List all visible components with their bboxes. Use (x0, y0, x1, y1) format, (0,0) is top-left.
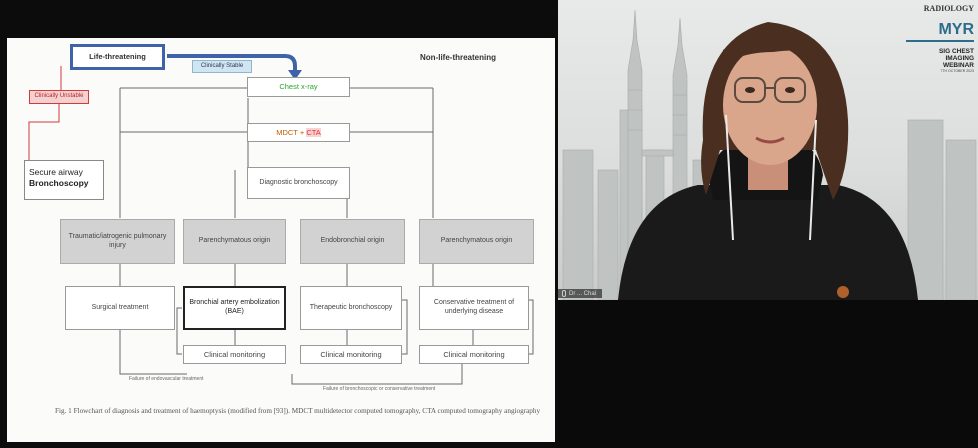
mdct-cta-box: MDCT + CTA (247, 123, 350, 142)
figure-caption: Fig. 1 Flowchart of diagnosis and treatm… (55, 407, 541, 415)
clinically-stable-box: Clinically Stable (192, 60, 252, 73)
surgical-treatment-box: Surgical treatment (65, 286, 175, 330)
clinical-monitoring-3-box: Clinical monitoring (419, 345, 529, 364)
video-area-empty (558, 300, 978, 448)
clinical-monitoring-1-box: Clinical monitoring (183, 345, 286, 364)
speaker-video: RADIOLOGY MYR SIG CHEST IMAGING WEBINAR … (558, 0, 978, 300)
chest-xray-box: Chest x-ray (247, 77, 350, 97)
origin-endobronchial-box: Endobronchial origin (300, 219, 405, 264)
radiology-brand-text: RADIOLOGY (923, 4, 974, 13)
failure-endovascular-label: Failure of endovascular treatment (129, 376, 204, 382)
slide-page: Life-threatening Non-life-threatening Cl… (7, 38, 555, 442)
secure-airway-label: Secure airway (29, 167, 83, 177)
life-threatening-box: Life-threatening (70, 44, 165, 70)
non-life-threatening-label: Non-life-threatening (420, 53, 496, 62)
mdct-label: MDCT + (276, 127, 305, 137)
clinical-monitoring-2-box: Clinical monitoring (300, 345, 402, 364)
myr-logo-text: MYR (938, 21, 974, 38)
webinar-date-text: 7TH OCTOBER 2023 (940, 69, 974, 73)
bae-box: Bronchial artery embolization (BAE) (183, 286, 286, 330)
speaker-name: Dr ... Chai (569, 290, 597, 297)
microphone-icon (562, 290, 566, 297)
imaging-text: IMAGING (945, 55, 974, 62)
origin-parenchymatous-1-box: Parenchymatous origin (183, 219, 286, 264)
origin-parenchymatous-2-box: Parenchymatous origin (419, 219, 534, 264)
conservative-treatment-box: Conservative treatment of underlying dis… (419, 286, 529, 330)
presentation-slide: Life-threatening Non-life-threatening Cl… (7, 38, 555, 442)
webinar-text: WEBINAR (942, 62, 974, 69)
radiology-logo: RADIOLOGY MYR SIG CHEST IMAGING WEBINAR … (906, 4, 974, 73)
speaker-name-tag: Dr ... Chai (558, 289, 603, 298)
failure-bronchoscopic-label: Failure of bronchoscopic or conservative… (323, 386, 436, 392)
cta-label: CTA (306, 127, 321, 138)
sig-chest-text: SIG CHEST (938, 48, 974, 55)
therapeutic-bronchoscopy-box: Therapeutic bronchoscopy (300, 286, 402, 330)
city-skyline-background (562, 9, 977, 300)
origin-traumatic-box: Traumatic/iatrogenic pulmonary injury (60, 219, 175, 264)
clinically-unstable-box: Clinically Unstable (29, 90, 89, 104)
bronchoscopy-label: Bronchoscopy (29, 177, 89, 188)
secure-airway-box: Secure airway Bronchoscopy (24, 160, 104, 200)
diagnostic-bronchoscopy-box: Diagnostic bronchoscopy (247, 167, 350, 199)
